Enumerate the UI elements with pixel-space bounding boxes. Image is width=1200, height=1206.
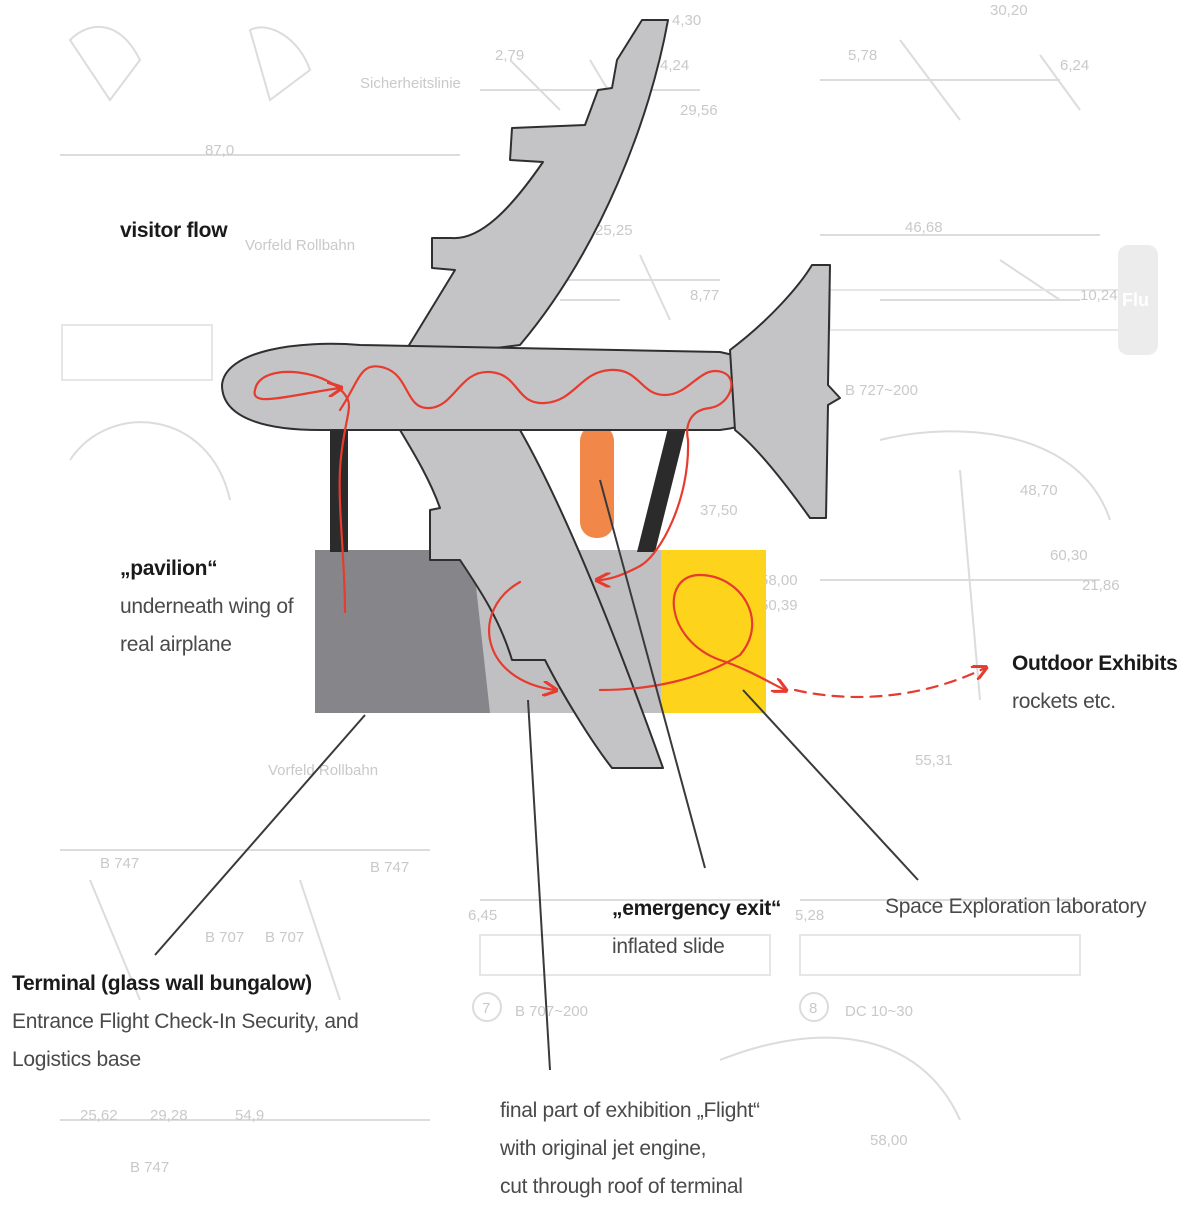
leader-lines [154, 479, 919, 1071]
bg-dim: 29,28 [150, 1107, 188, 1124]
emergency-exit-line: inflated slide [612, 935, 725, 958]
emergency-exit-label: „emergency exit“ inflated slide [612, 890, 781, 966]
bg-dim: 48,70 [1020, 482, 1058, 499]
final-part-label: final part of exhibition „Flight“ with o… [500, 1092, 760, 1206]
bg-word: 7 [482, 1000, 490, 1017]
pavilion-strut-right [637, 420, 688, 552]
airplane-fuselage [221, 342, 816, 431]
bg-word: Flu [1122, 290, 1149, 310]
bg-word: B 747 [100, 855, 139, 872]
pavilion-line: real airplane [120, 633, 232, 656]
bg-word: B 707~200 [515, 1003, 588, 1020]
bg-dim: 8,77 [690, 287, 719, 304]
bg-dim: 55,31 [915, 752, 953, 769]
bg-dim: 25,62 [80, 1107, 118, 1124]
airplane [221, 19, 841, 769]
bg-dim: 21,86 [1082, 577, 1120, 594]
airplane-lower-wing [399, 429, 664, 769]
bg-dim: 87,0 [205, 142, 234, 159]
bg-word: B 747 [370, 859, 409, 876]
space-lab-label: Space Exploration laboratory [885, 888, 1147, 926]
visitor-flow-label: visitor flow [120, 212, 228, 250]
flow-fuselage-wave [338, 365, 733, 580]
bg-dim: 54,9 [235, 1107, 264, 1124]
bg-dim: 46,68 [905, 219, 943, 236]
bg-dim: 6,24 [1060, 57, 1089, 74]
bg-dim: 29,56 [680, 102, 718, 119]
bg-word: 8 [809, 1000, 817, 1017]
leader-terminal [154, 714, 366, 956]
airplane-upper-wing [399, 19, 669, 361]
terminal-label: Terminal (glass wall bungalow) Entrance … [12, 965, 359, 1079]
bg-word: Vorfeld Rollbahn [268, 762, 378, 779]
bg-dim: 4,30 [672, 12, 701, 29]
airplane-tail [729, 264, 841, 519]
background-technical-drawings [60, 26, 1158, 1121]
flow-lab-loop [598, 573, 785, 690]
bg-dim: 58,00 [760, 572, 798, 589]
leader-emergency [599, 479, 706, 869]
bg-dim: 2,79 [495, 47, 524, 64]
bg-dim: 5,28 [795, 907, 824, 924]
visitor-flow-title: visitor flow [120, 219, 228, 242]
pavilion-label: „pavilion“ underneath wing of real airpl… [120, 550, 294, 664]
leader-space-lab [742, 689, 919, 881]
flow-nose-loop [253, 370, 350, 614]
bg-dim: 50,39 [760, 597, 798, 614]
bg-word: B 707 [205, 929, 244, 946]
terminal-title: Terminal (glass wall bungalow) [12, 972, 312, 995]
pavilion-line: underneath wing of [120, 595, 294, 618]
outdoor-exhibits-line: rockets etc. [1012, 690, 1116, 713]
outdoor-exhibits-title: Outdoor Exhibits [1012, 652, 1178, 675]
bg-word: Sicherheitslinie [360, 75, 461, 92]
bg-dim: 58,00 [870, 1132, 908, 1149]
bg-dim: 37,50 [700, 502, 738, 519]
background-text-group: 87,0 25,25 46,68 8,77 10,24 37,50 48,70 … [80, 2, 1149, 1176]
terminal-line: Logistics base [12, 1048, 141, 1071]
inflated-slide [580, 425, 614, 538]
flow-hall-curve [488, 580, 555, 690]
bg-word: B 707 [265, 929, 304, 946]
space-exploration-lab [661, 550, 766, 713]
leader-final-part [527, 699, 551, 1071]
space-lab-text: Space Exploration laboratory [885, 895, 1147, 918]
outdoor-exhibits-label: Outdoor Exhibits rockets etc. [1012, 645, 1178, 721]
visitor-flow-path [253, 365, 985, 699]
terminal-building [315, 550, 490, 713]
bg-word: DC 10~30 [845, 1003, 913, 1020]
bg-dim: 10,24 [1080, 287, 1118, 304]
bg-word: B 727~200 [845, 382, 918, 399]
bg-word: Vorfeld Rollbahn [245, 237, 355, 254]
bg-word: B 747 [130, 1159, 169, 1176]
final-part-line: with original jet engine, [500, 1137, 707, 1160]
bg-dim: 4,24 [660, 57, 689, 74]
bg-dim: 30,20 [990, 2, 1028, 19]
pavilion-title: „pavilion“ [120, 557, 218, 580]
bg-dim: 6,45 [468, 907, 497, 924]
flow-outdoor-dashed [793, 668, 985, 699]
bg-dim: 5,78 [848, 47, 877, 64]
bg-dim: 25,25 [595, 222, 633, 239]
terminal-line: Entrance Flight Check-In Security, and [12, 1010, 359, 1033]
final-part-line: final part of exhibition „Flight“ [500, 1099, 760, 1122]
emergency-exit-title: „emergency exit“ [612, 897, 782, 920]
final-part-line: cut through roof of terminal [500, 1175, 743, 1198]
bg-dim: 60,30 [1050, 547, 1088, 564]
